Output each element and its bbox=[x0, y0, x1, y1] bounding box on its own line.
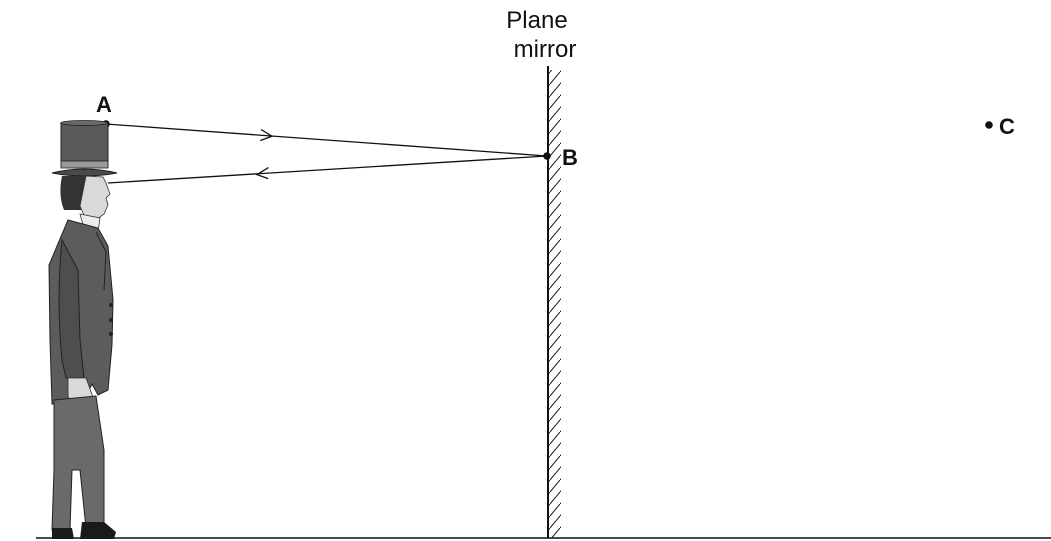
lapel bbox=[95, 231, 107, 291]
point-c-label: C bbox=[999, 114, 1015, 139]
plane-mirror bbox=[547, 66, 561, 538]
mirror-label-line1: Plane bbox=[506, 7, 567, 34]
incident-ray-arrowhead bbox=[260, 128, 274, 142]
trousers bbox=[51, 395, 105, 531]
coat-button bbox=[109, 332, 113, 336]
top-hat bbox=[51, 120, 118, 177]
point-b-label: B bbox=[562, 145, 578, 170]
coat-button bbox=[109, 303, 113, 307]
point-a-label: A bbox=[96, 92, 112, 117]
reflected-ray bbox=[107, 155, 548, 184]
man-figure bbox=[48, 120, 118, 539]
coat-button bbox=[109, 318, 113, 322]
point-b-marker bbox=[543, 152, 551, 160]
shoe-back bbox=[52, 528, 74, 539]
mirror-label-line2: mirror bbox=[514, 36, 577, 63]
reflected-ray-arrowhead bbox=[255, 167, 269, 180]
shoe-front bbox=[80, 522, 116, 539]
incident-ray bbox=[105, 123, 548, 157]
face bbox=[79, 175, 111, 221]
point-c-marker bbox=[985, 121, 993, 129]
mirror-hatching bbox=[549, 70, 561, 538]
